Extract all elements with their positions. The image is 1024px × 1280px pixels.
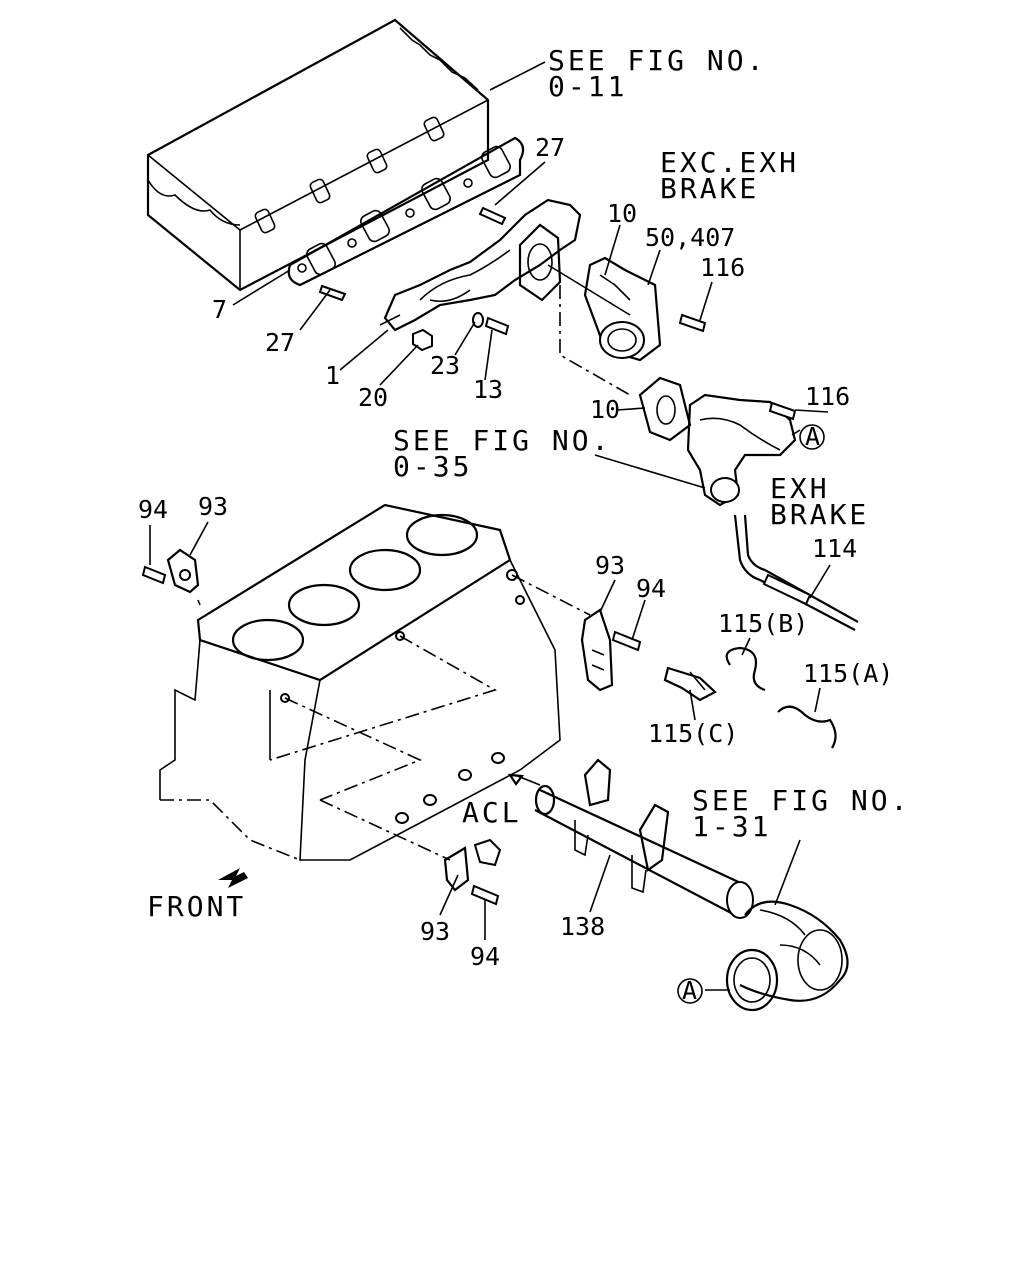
acl-label: ACL bbox=[462, 796, 522, 829]
part-93-bottom: 93 bbox=[420, 917, 450, 946]
part-94-bottom: 94 bbox=[470, 942, 500, 971]
part-7: 7 bbox=[212, 295, 227, 324]
exhaust-elbow bbox=[725, 900, 849, 1012]
clip-115a bbox=[777, 705, 837, 749]
gasket-10-mid bbox=[638, 376, 692, 442]
washer-23 bbox=[472, 312, 484, 328]
exc-exh-brake-line2: BRAKE bbox=[660, 172, 759, 205]
part-20: 20 bbox=[358, 383, 388, 412]
see-fig-0-35-line2: 0-35 bbox=[393, 450, 472, 483]
see-fig-0-11-line1: SEE FIG NO. bbox=[548, 44, 766, 77]
part-116-mid: 116 bbox=[805, 382, 850, 411]
part-1: 1 bbox=[325, 361, 340, 390]
bolt-116-top bbox=[678, 313, 707, 333]
bolt-116-mid bbox=[768, 401, 797, 421]
part-93-left: 93 bbox=[198, 492, 228, 521]
front-arrow-icon bbox=[218, 868, 248, 888]
part-115c: 115(C) bbox=[648, 719, 738, 748]
exhaust-manifold bbox=[379, 198, 582, 332]
ref-a-label-top: A bbox=[805, 422, 820, 451]
part-93-mid: 93 bbox=[595, 551, 625, 580]
part-number-labels: 27 7 27 1 20 23 13 10 50,407 116 10 116 … bbox=[138, 133, 893, 971]
see-fig-0-35-line1: SEE FIG NO. bbox=[393, 424, 611, 457]
exhaust-brake-unit bbox=[686, 393, 797, 507]
bolt-94-left bbox=[141, 565, 167, 585]
leader-lines bbox=[149, 61, 831, 991]
part-116-top: 116 bbox=[700, 253, 745, 282]
bracket-93-mid bbox=[580, 608, 614, 692]
see-fig-0-11-line2: 0-11 bbox=[548, 70, 627, 103]
cylinder-head bbox=[146, 18, 490, 292]
part-23: 23 bbox=[430, 351, 460, 380]
vacuum-pipe-114 bbox=[733, 514, 859, 631]
stud-27-bottom bbox=[318, 284, 347, 302]
part-115b: 115(B) bbox=[718, 609, 808, 638]
clip-115b bbox=[725, 646, 766, 692]
exc-exh-brake-line1: EXC.EXH bbox=[660, 146, 799, 179]
ref-a-marker-top bbox=[799, 424, 825, 450]
part-13: 13 bbox=[473, 375, 503, 404]
callout-texts: SEE FIG NO. 0-11 EXC.EXH BRAKE SEE FIG N… bbox=[147, 44, 910, 1005]
ref-a-marker-bottom bbox=[677, 978, 703, 1004]
part-27-bottom: 27 bbox=[265, 328, 295, 357]
part-10-mid: 10 bbox=[590, 395, 620, 424]
exhaust-adapter-exc-brake bbox=[583, 256, 662, 362]
bracket-93-bottom bbox=[443, 838, 502, 892]
clip-115c bbox=[663, 666, 717, 702]
cylinder-block bbox=[159, 503, 561, 861]
stud-27-top bbox=[478, 206, 507, 226]
part-115a: 115(A) bbox=[803, 659, 893, 688]
exh-brake-line1: EXH bbox=[770, 472, 830, 505]
manifold-gasket bbox=[287, 136, 525, 287]
part-94-mid: 94 bbox=[636, 574, 666, 603]
bolt-94-bottom bbox=[470, 884, 500, 906]
bolt-94-mid bbox=[611, 630, 642, 652]
part-10-top: 10 bbox=[607, 199, 637, 228]
see-fig-1-31-line1: SEE FIG NO. bbox=[692, 784, 910, 817]
front-label: FRONT bbox=[147, 890, 246, 923]
see-fig-1-31-line2: 1-31 bbox=[692, 810, 771, 843]
part-138: 138 bbox=[560, 912, 605, 941]
bolt-13 bbox=[484, 316, 510, 336]
exhaust-pipe-138 bbox=[534, 758, 754, 919]
exh-brake-line2: BRAKE bbox=[770, 498, 869, 531]
ref-a-label-bottom: A bbox=[682, 976, 697, 1005]
part-114: 114 bbox=[812, 534, 857, 563]
part-27-top: 27 bbox=[535, 133, 565, 162]
part-94-left: 94 bbox=[138, 495, 168, 524]
part-50-407: 50,407 bbox=[645, 223, 735, 252]
bracket-93-left bbox=[166, 548, 200, 594]
